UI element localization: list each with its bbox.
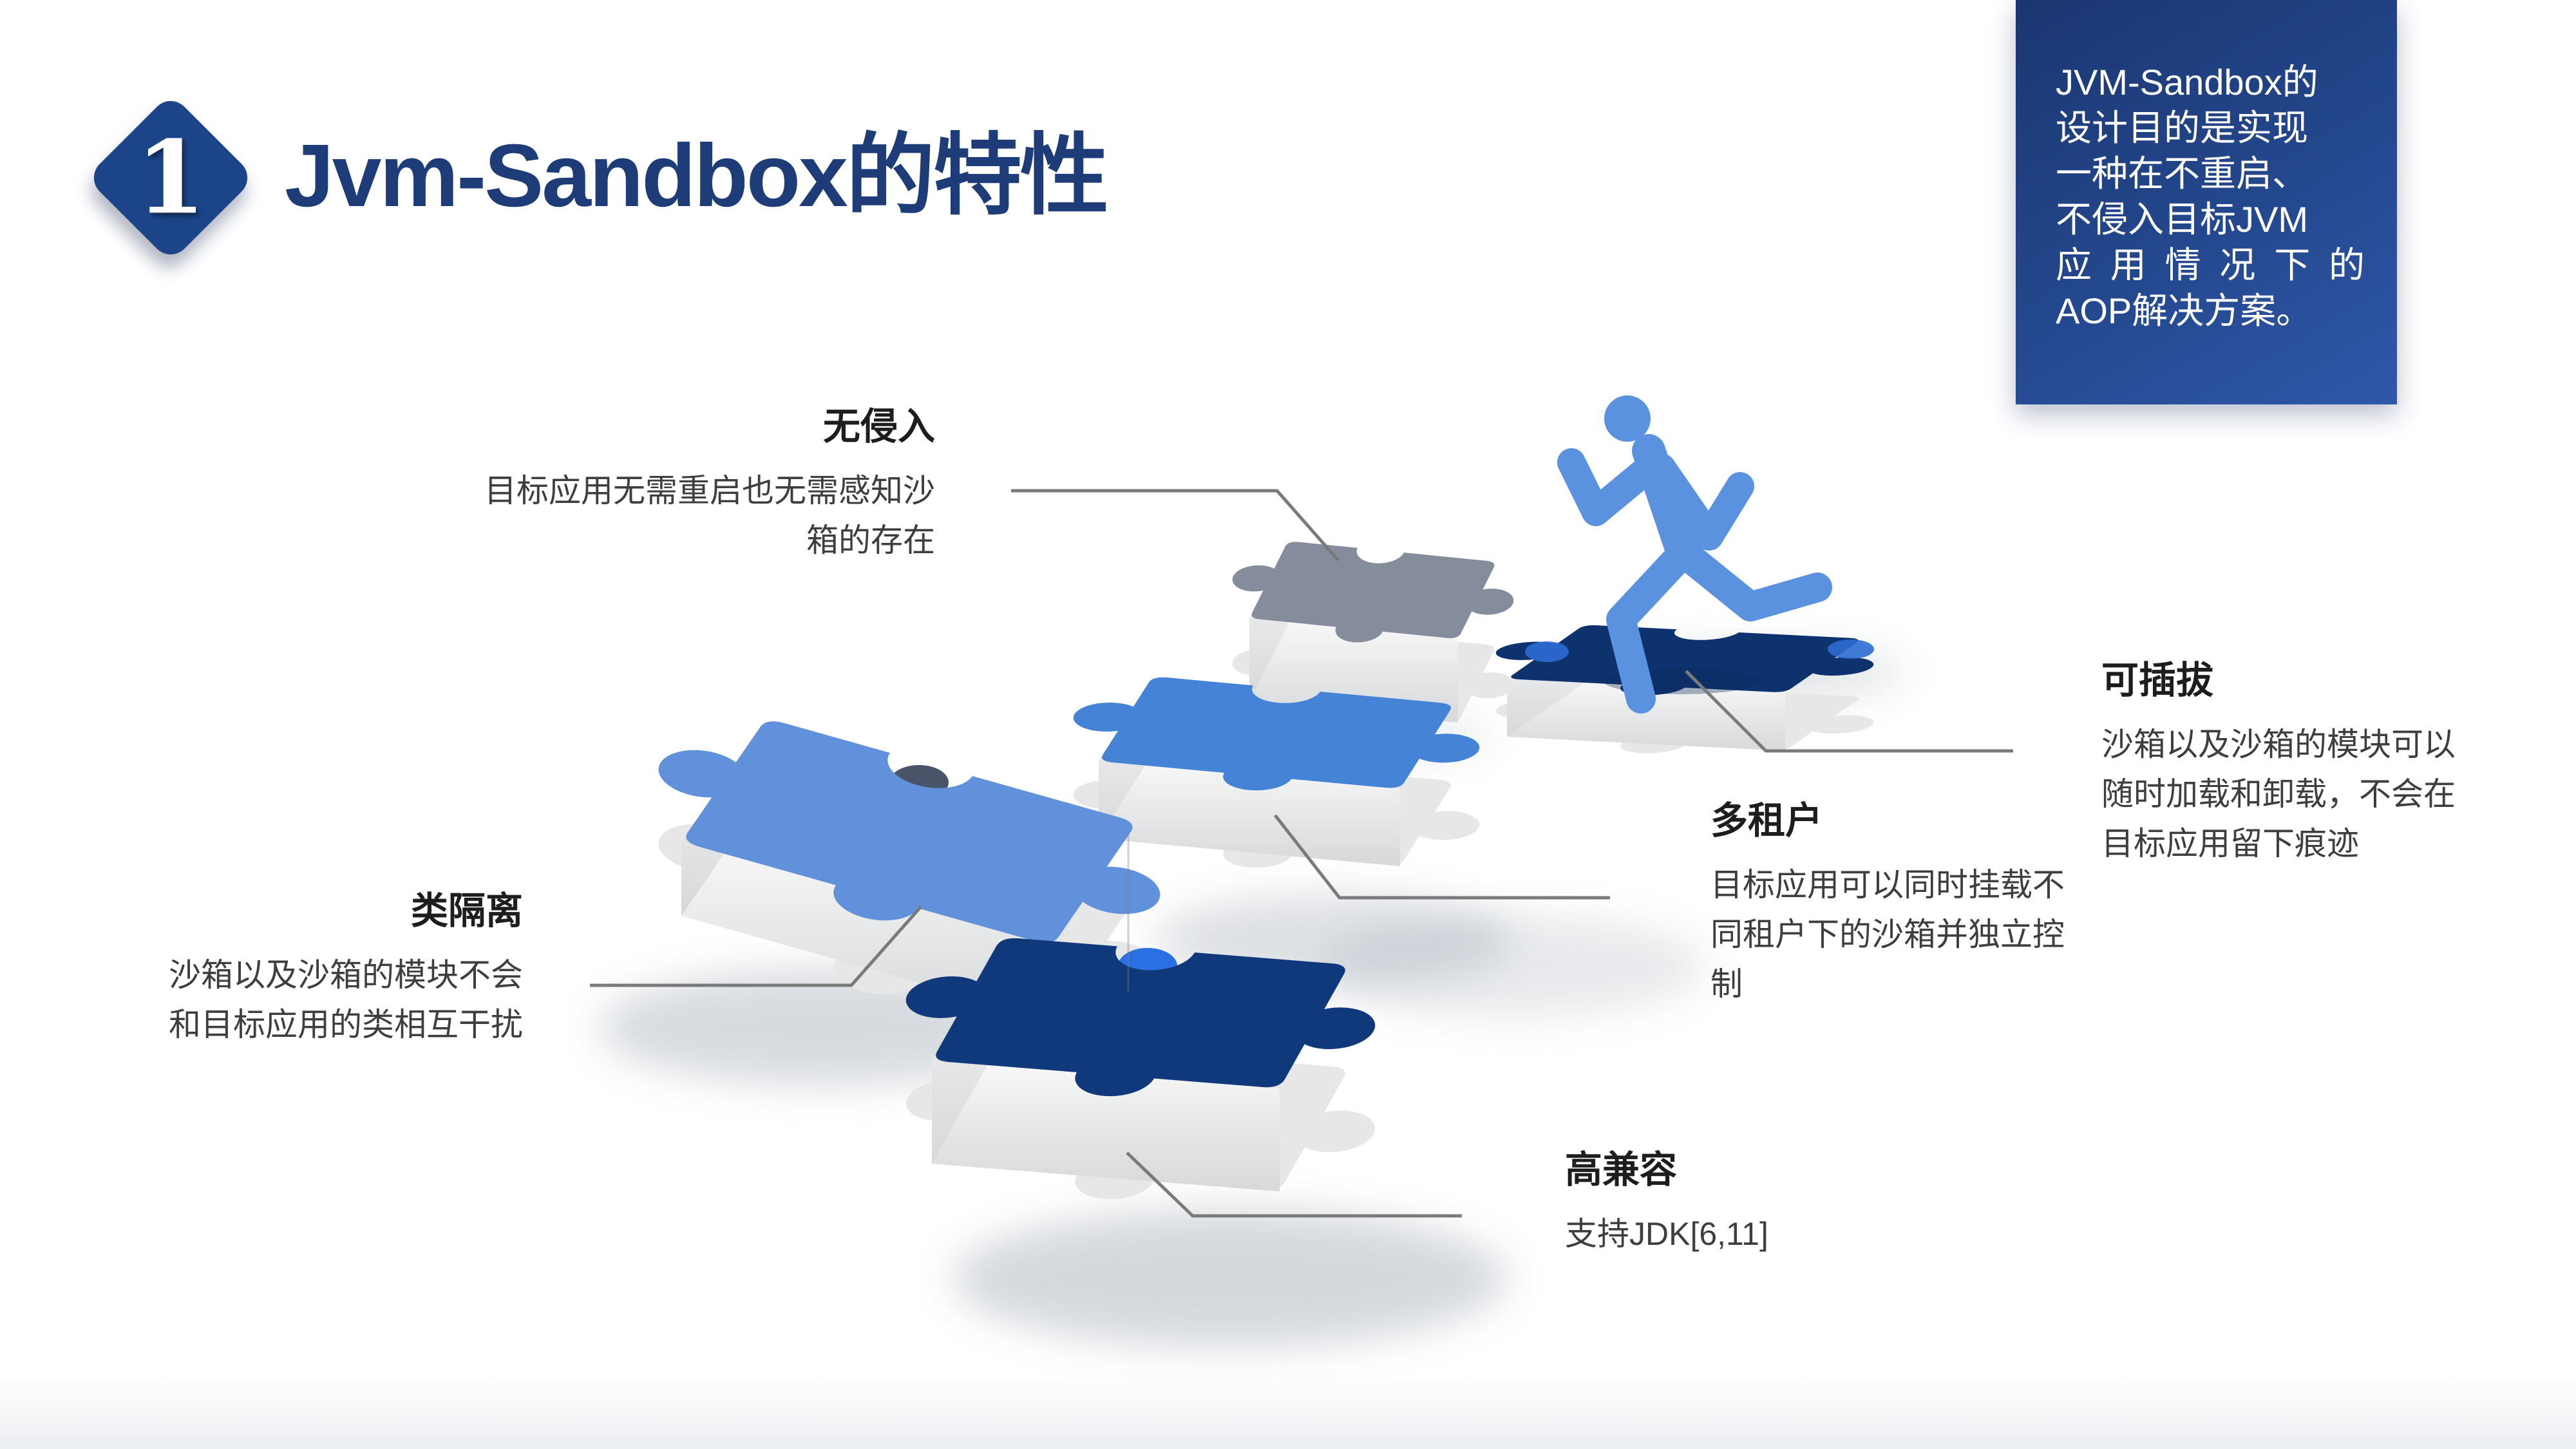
- connector-compat: [1126, 1151, 1462, 1218]
- feature-compat-desc: 支持JDK[6,11]: [1565, 1216, 1768, 1252]
- puzzle-piece-mid-blue: [1038, 671, 1506, 886]
- connector-multitenant: [1274, 814, 1610, 900]
- feature-multitenant: 多租户 目标应用可以同时挂载不 同租户下的沙箱并独立控 制: [1710, 799, 2123, 1009]
- feature-pluggable-desc: 沙箱以及沙箱的模块可以: [2101, 726, 2456, 762]
- feature-multitenant-desc: 目标应用可以同时挂载不: [1710, 867, 2065, 903]
- summary-infobox: JVM-Sandbox的 设计目的是实现 一种在不重启、 不侵入目标JVM 应用…: [2016, 0, 2397, 404]
- infobox-line: 设计目的是实现: [2056, 108, 2308, 148]
- puzzle-piece-navy-bottom: [861, 932, 1408, 1217]
- connector-noninvasive: [1011, 489, 1340, 562]
- floor-shade: [0, 1372, 2576, 1449]
- feature-pluggable: 可插拔 沙箱以及沙箱的模块可以 随时加载和卸载，不会在 目标应用留下痕迹: [2101, 658, 2561, 869]
- feature-compat: 高兼容 支持JDK[6,11]: [1565, 1148, 1964, 1259]
- infobox-line: JVM-Sandbox的: [2056, 62, 2318, 102]
- connector-classisolation: [590, 905, 922, 987]
- puzzle-piece-light-blue: [604, 700, 1200, 1059]
- feature-noninvasive-desc: 箱的存在: [806, 522, 935, 558]
- feature-multitenant-title: 多租户: [1710, 800, 1823, 842]
- feature-pluggable-desc: 随时加载和卸载，不会在: [2101, 776, 2456, 812]
- puzzle-piece-navy-platform: [1446, 622, 1910, 762]
- infobox-line: 应用情况下的: [2056, 245, 2365, 285]
- feature-classisolation-desc: 和目标应用的类相互干扰: [169, 1007, 523, 1043]
- feature-classisolation-title: 类隔离: [410, 890, 523, 932]
- feature-noninvasive-title: 无侵入: [822, 406, 935, 448]
- feature-compat-title: 高兼容: [1565, 1149, 1678, 1191]
- infobox-line: 不侵入目标JVM: [2056, 199, 2308, 240]
- section-number: 1: [135, 118, 206, 236]
- feature-pluggable-title: 可插拔: [2101, 659, 2214, 701]
- connector-lines: [590, 489, 2013, 1218]
- feature-multitenant-desc: 同租户下的沙箱并独立控: [1710, 916, 2065, 952]
- feature-multitenant-desc: 制: [1710, 966, 1743, 1002]
- feature-classisolation-desc: 沙箱以及沙箱的模块不会: [169, 957, 523, 993]
- running-person-icon: [1557, 395, 1832, 714]
- feature-pluggable-desc: 目标应用留下痕迹: [2101, 826, 2359, 862]
- connector-pluggable: [1685, 670, 2013, 753]
- puzzle-piece-gray: [1208, 537, 1532, 739]
- feature-classisolation: 类隔离 沙箱以及沙箱的模块不会 和目标应用的类相互干扰: [133, 889, 523, 1050]
- infobox-line: 一种在不重启、: [2056, 153, 2308, 194]
- page-title: Jvm-Sandbox的特性: [285, 126, 1109, 225]
- feature-noninvasive: 无侵入 目标应用无需重启也无需感知沙 箱的存在: [451, 404, 935, 565]
- infobox-line: AOP解决方案。: [2056, 290, 2313, 331]
- feature-noninvasive-desc: 目标应用无需重启也无需感知沙: [484, 473, 935, 509]
